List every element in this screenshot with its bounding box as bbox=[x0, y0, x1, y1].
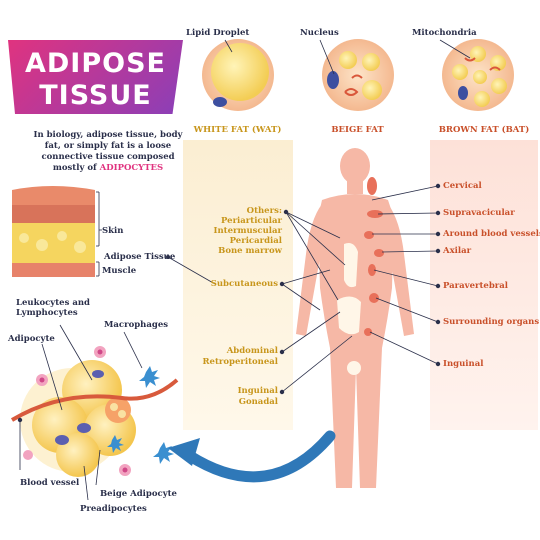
nucleus-icon bbox=[213, 97, 227, 107]
others-pericardial: Pericardial bbox=[229, 236, 282, 246]
label-nucleus: Nucleus bbox=[300, 28, 339, 38]
white-fat-deposits bbox=[337, 243, 361, 375]
others-periarticular: Periarticular bbox=[221, 216, 282, 226]
label-axilar: Axilar bbox=[443, 246, 472, 256]
label-inguinal-brown: Inguinal bbox=[443, 359, 484, 369]
label-mitochondria: Mitochondria bbox=[412, 28, 477, 38]
label-lipid-droplet: Lipid Droplet bbox=[186, 28, 250, 38]
white-fat-panel bbox=[183, 140, 293, 430]
label-skin: Skin bbox=[102, 226, 124, 236]
label-muscle: Muscle bbox=[102, 266, 137, 276]
arrow-head-icon bbox=[168, 438, 200, 466]
others-bone-marrow: Bone marrow bbox=[218, 246, 282, 256]
title-line-2: TISSUE bbox=[39, 80, 152, 111]
nucleus-icon bbox=[458, 86, 468, 100]
label-inguinal-white: Inguinal bbox=[237, 386, 278, 396]
label-beige-adipocyte: Beige Adipocyte bbox=[100, 489, 177, 499]
intro-highlight: ADIPOCYTES bbox=[99, 163, 164, 173]
label-lymphocytes: Lymphocytes bbox=[16, 308, 78, 318]
label-cervical: Cervical bbox=[443, 181, 482, 191]
mitochondria-icon bbox=[489, 66, 501, 71]
intro-body: In biology, adipose tissue, body fat, or… bbox=[33, 130, 183, 173]
brown-fat-pointers bbox=[369, 183, 441, 367]
direction-arrow bbox=[184, 430, 336, 483]
others-intermuscular: Intermuscular bbox=[213, 226, 283, 236]
label-blood-vessel: Blood vessel bbox=[20, 478, 80, 488]
white-fat-cell bbox=[202, 39, 274, 111]
intro-text: In biology, adipose tissue, body fat, or… bbox=[28, 130, 188, 174]
white-fat-pointers bbox=[279, 209, 353, 395]
label-around-blood-vessels: Around blood vessels bbox=[443, 229, 540, 239]
header-beige-fat: BEIGE FAT bbox=[331, 125, 384, 135]
header-brown-fat: BROWN FAT (BAT) bbox=[438, 125, 530, 135]
label-leukocytes: Leukocytes and bbox=[16, 298, 90, 308]
brown-fat-deposits bbox=[364, 177, 384, 336]
beige-fat-cell bbox=[322, 39, 394, 111]
label-surrounding-organs: Surrounding organs bbox=[443, 317, 540, 327]
brown-fat-panel bbox=[430, 140, 538, 430]
beige-adipocyte-cell bbox=[105, 397, 131, 423]
label-adipose-tissue: Adipose Tissue bbox=[104, 252, 176, 262]
macrophage-icon bbox=[139, 366, 160, 388]
label-others: Others: Periarticular Intermuscular Peri… bbox=[190, 206, 283, 256]
label-supravacicular: Supravacicular bbox=[443, 208, 515, 218]
mitochondria-icon bbox=[344, 88, 359, 96]
adipocyte-cluster bbox=[10, 346, 179, 477]
title-line-1: ADIPOSE bbox=[25, 48, 166, 79]
cluster-pointers bbox=[17, 324, 143, 501]
header-white-fat: WHITE FAT (WAT) bbox=[193, 125, 282, 135]
title-banner: ADIPOSE TISSUE bbox=[8, 40, 183, 114]
brown-fat-cell bbox=[442, 39, 514, 111]
label-gonadal: Gonadal bbox=[238, 397, 278, 407]
label-macrophages: Macrophages bbox=[104, 320, 169, 330]
tissue-cross-section bbox=[12, 186, 102, 277]
label-abdominal: Abdominal bbox=[226, 346, 278, 356]
label-subcutaneous: Subcutaneous bbox=[210, 279, 278, 289]
others-title: Others: bbox=[246, 206, 282, 216]
label-preadipocytes: Preadipocytes bbox=[80, 504, 147, 514]
label-retroperitoneal: Retroperitoneal bbox=[202, 357, 278, 367]
nucleus-icon bbox=[327, 71, 339, 89]
label-paravertebral: Paravertebral bbox=[443, 281, 508, 291]
label-adipocyte: Adipocyte bbox=[8, 334, 55, 344]
